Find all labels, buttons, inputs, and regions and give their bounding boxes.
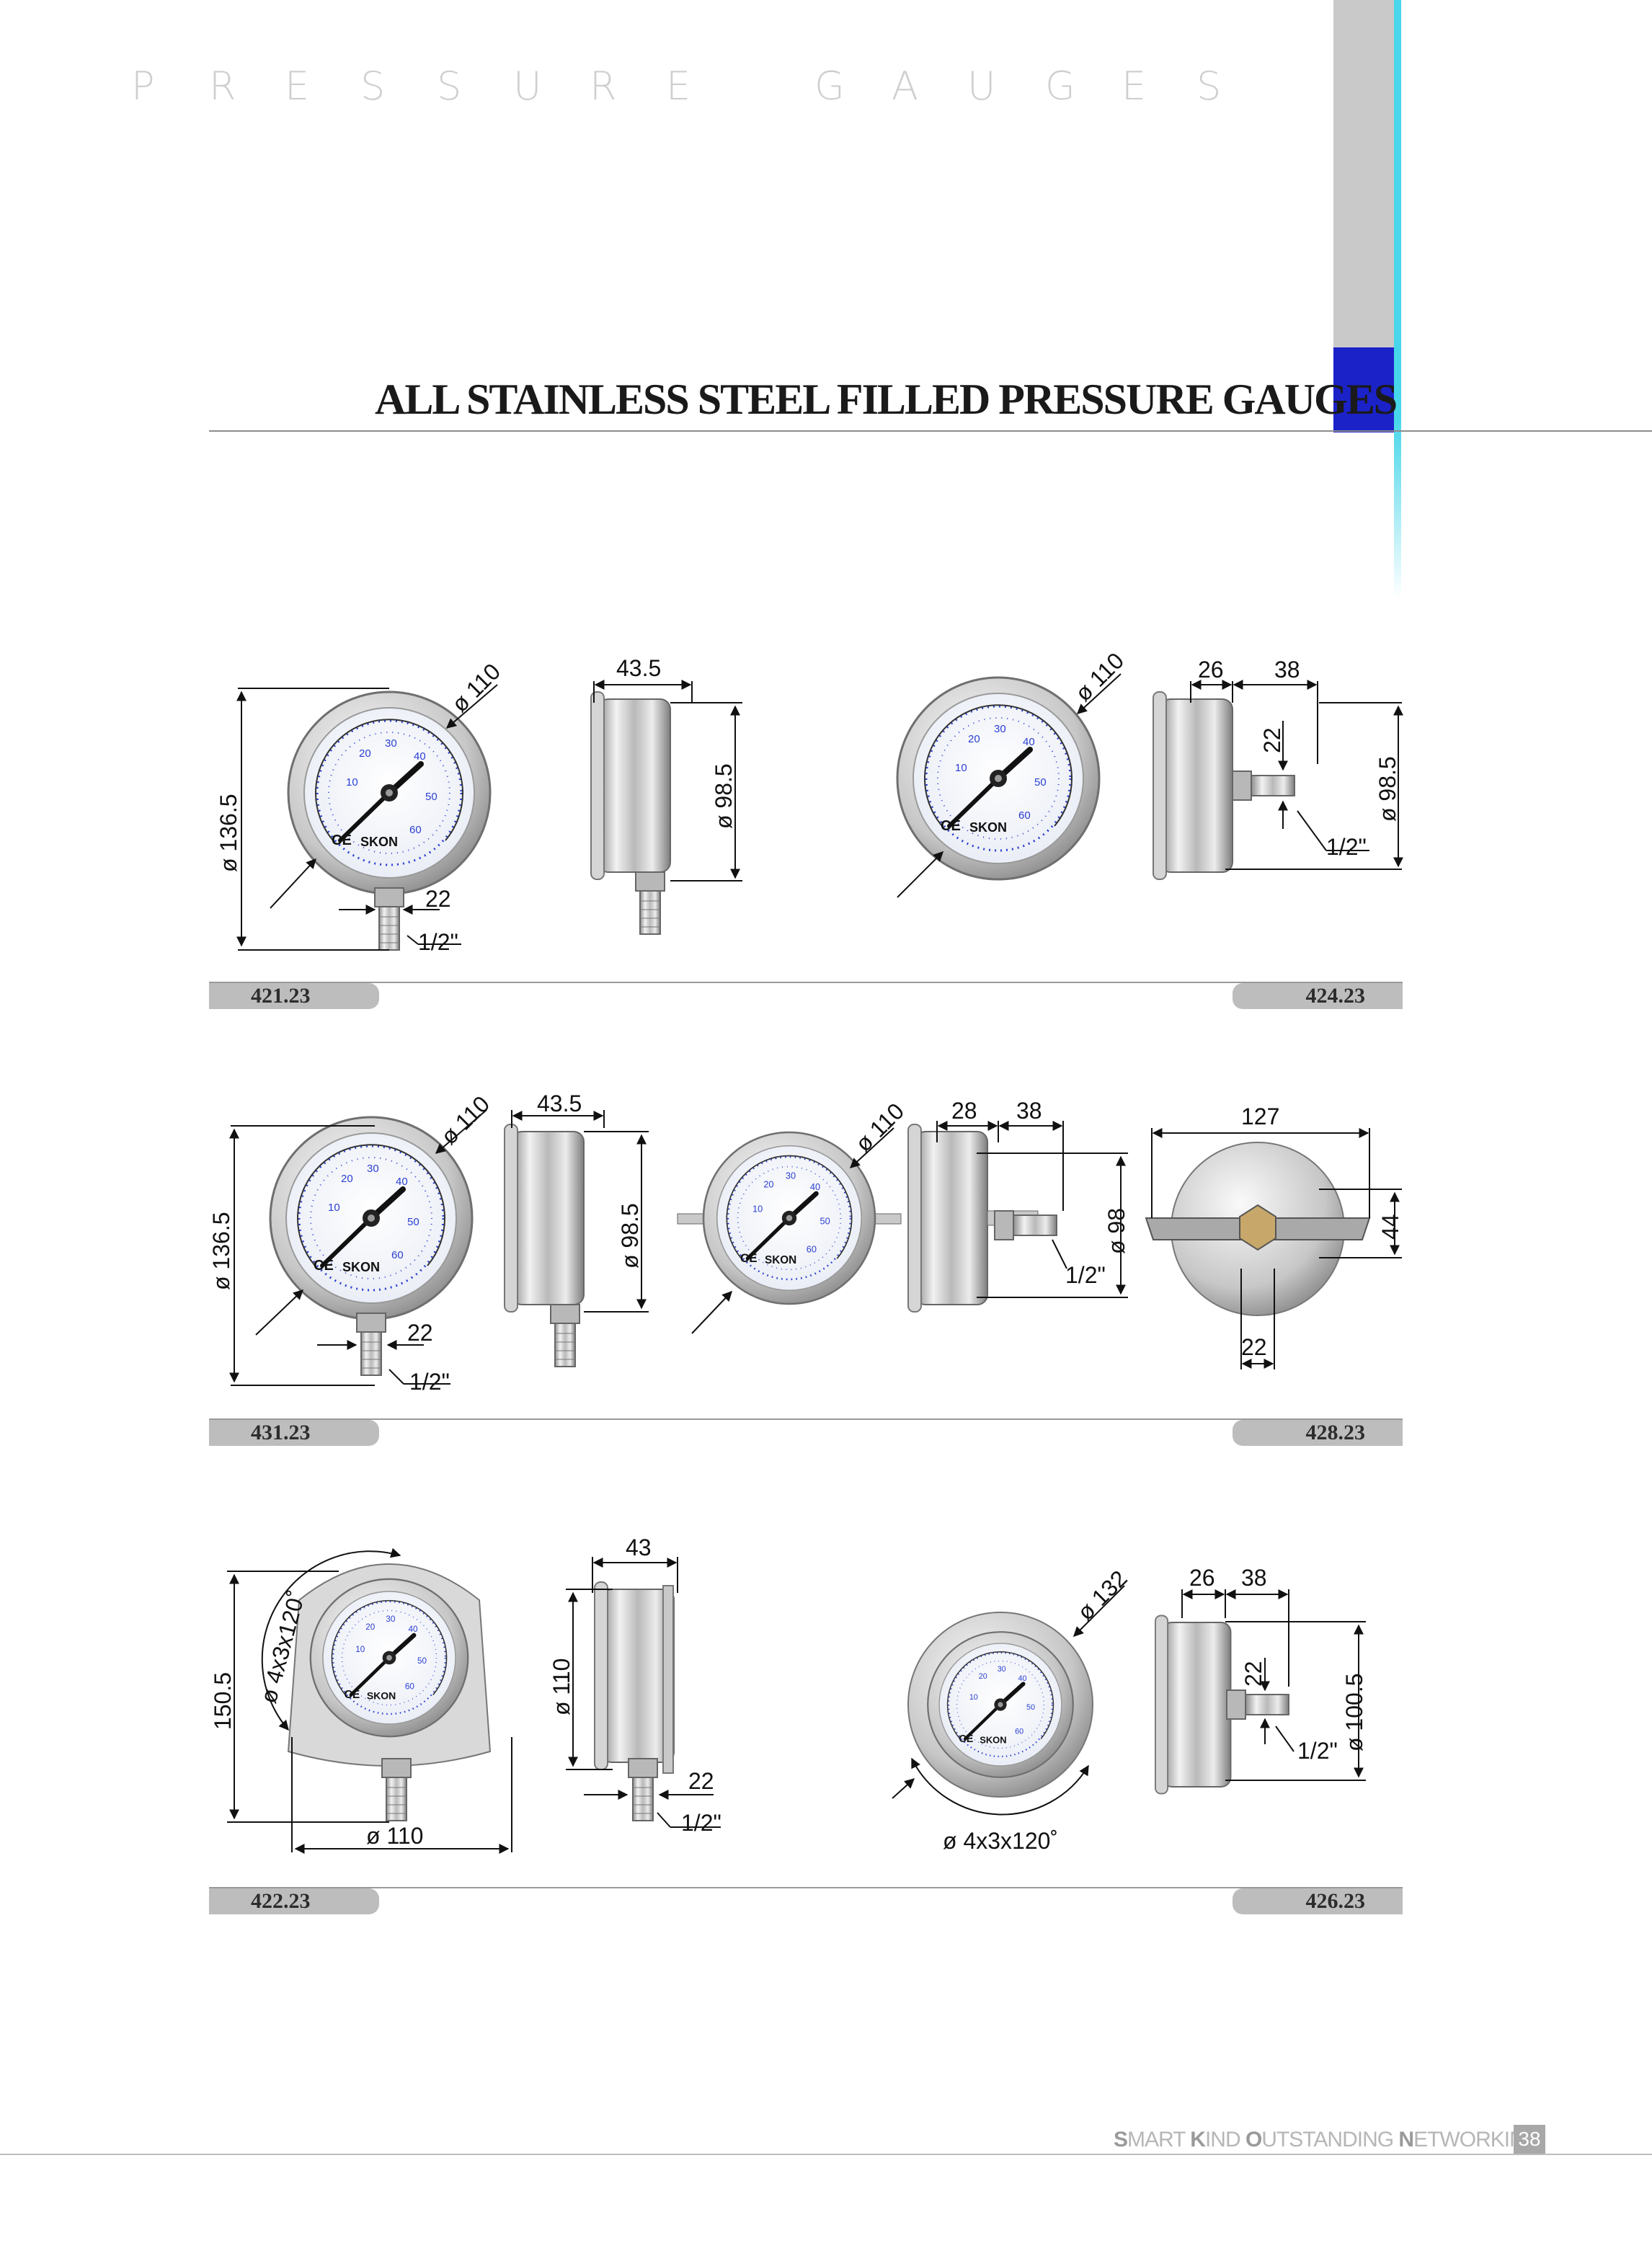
header-letter: S (360, 63, 386, 109)
dim-label: 22 (1240, 1661, 1266, 1687)
header-letter: U (513, 63, 542, 109)
row-divider (209, 982, 1403, 983)
header-letter: E (666, 63, 691, 109)
header-letter: R (209, 63, 236, 109)
dim-label: ø 98 (1103, 1208, 1129, 1254)
header-letter: G (814, 63, 845, 109)
dim-label: 26 (1189, 1565, 1215, 1591)
dim-label: 1/2" (1065, 1262, 1106, 1288)
header-letter: G (1045, 63, 1075, 109)
dim-label: 38 (1016, 1098, 1042, 1124)
gauge-431-side (504, 1124, 585, 1367)
header-letter: S (1196, 63, 1222, 109)
gauge-428-back (1145, 1142, 1371, 1316)
dim-label: 43.5 (616, 655, 661, 681)
dim-label: ø 110 (366, 1823, 423, 1849)
dim-label: 38 (1274, 657, 1300, 683)
dim-label: ø 110 (435, 1091, 494, 1150)
dim-label: ø 136.5 (216, 794, 241, 872)
gauge-428-front (677, 1132, 902, 1304)
slogan-initial: K (1190, 2128, 1206, 2151)
dim-label: 28 (951, 1098, 977, 1124)
gauge-421-side (590, 691, 671, 935)
dim-label: ø 110 (446, 658, 505, 717)
gauge-424-front (897, 678, 1099, 879)
dim-label: 22 (407, 1320, 433, 1346)
dim-label: ø 110 (850, 1098, 909, 1157)
side-cyan-line (1394, 0, 1401, 598)
dim-label: 22 (425, 886, 451, 912)
dim-label: ø 136.5 (208, 1212, 234, 1290)
header-letter: U (967, 63, 996, 109)
dim-label: ø 110 (549, 1658, 574, 1715)
gauge-422-side (594, 1581, 675, 1821)
dim-label: ø 100.5 (1341, 1673, 1367, 1751)
header-letter: E (285, 63, 310, 109)
dim-label: ø 98.5 (617, 1203, 643, 1269)
slogan-initial: O (1245, 2128, 1262, 2151)
dim-label: 26 (1198, 657, 1224, 683)
gauge-428-side (907, 1124, 1057, 1313)
gauge-426-side (1155, 1615, 1289, 1795)
gauge-422-front (287, 1563, 492, 1821)
dim-label: 22 (1259, 727, 1285, 753)
slogan-initial: S (1114, 2128, 1128, 2151)
page-number: 38 (1514, 2125, 1545, 2154)
model-label: 424.23 (1233, 983, 1403, 1009)
dim-label: 44 (1377, 1214, 1403, 1240)
header-letter: E (1122, 63, 1147, 109)
dim-label: ø 4x3x120˚ (943, 1828, 1058, 1854)
header-letter: S (437, 63, 462, 109)
dim-label: 1/2" (418, 929, 458, 955)
gauge-431-front (270, 1117, 472, 1376)
header-letter: P (131, 63, 155, 109)
dim-label: ø 132 (1072, 1566, 1132, 1625)
dim-label: 22 (1241, 1334, 1267, 1360)
dim-label: ø 98.5 (1375, 756, 1400, 822)
dim-label: 1/2" (409, 1369, 450, 1395)
dim-label: ø 110 (1070, 647, 1129, 706)
slogan-word: UTSTANDING (1261, 2128, 1394, 2151)
title-rule (209, 430, 1652, 432)
dim-label: 1/2" (1326, 834, 1367, 860)
header-letter: R (590, 63, 617, 109)
page-title: ALL STAINLESS STEEL FILLED PRESSURE GAUG… (375, 376, 1398, 423)
row-divider (209, 1418, 1403, 1420)
model-label: 431.23 (209, 1420, 379, 1446)
slogan-word: MART (1127, 2128, 1186, 2151)
dim-label: ø 98.5 (711, 763, 737, 829)
gauge-421-front (288, 692, 490, 951)
footer-slogan: SMART KIND OUTSTANDING NETWORKING (1114, 2128, 1541, 2152)
dim-label: 22 (688, 1768, 714, 1794)
side-blue-block (1333, 347, 1394, 432)
side-gray-bar (1333, 0, 1394, 347)
dim-label: 127 (1241, 1103, 1279, 1129)
model-label: 422.23 (209, 1888, 379, 1914)
model-label: 421.23 (209, 983, 379, 1009)
dim-label: 43 (626, 1535, 652, 1560)
dim-label: 1/2" (681, 1810, 721, 1836)
dim-label: 38 (1241, 1565, 1267, 1591)
model-label: 426.23 (1233, 1888, 1403, 1914)
footer-rule (0, 2154, 1652, 2155)
header-letter: A (892, 63, 918, 109)
model-label: 428.23 (1233, 1420, 1403, 1446)
slogan-word: IND (1204, 2128, 1241, 2151)
gauge-426-front (907, 1612, 1093, 1798)
gauge-424-side (1153, 691, 1295, 880)
row-divider (209, 1887, 1403, 1888)
dim-label: 150.5 (210, 1672, 236, 1730)
slogan-initial: N (1398, 2128, 1414, 2151)
dim-label: 1/2" (1297, 1738, 1338, 1764)
dim-label: 43.5 (537, 1091, 582, 1116)
